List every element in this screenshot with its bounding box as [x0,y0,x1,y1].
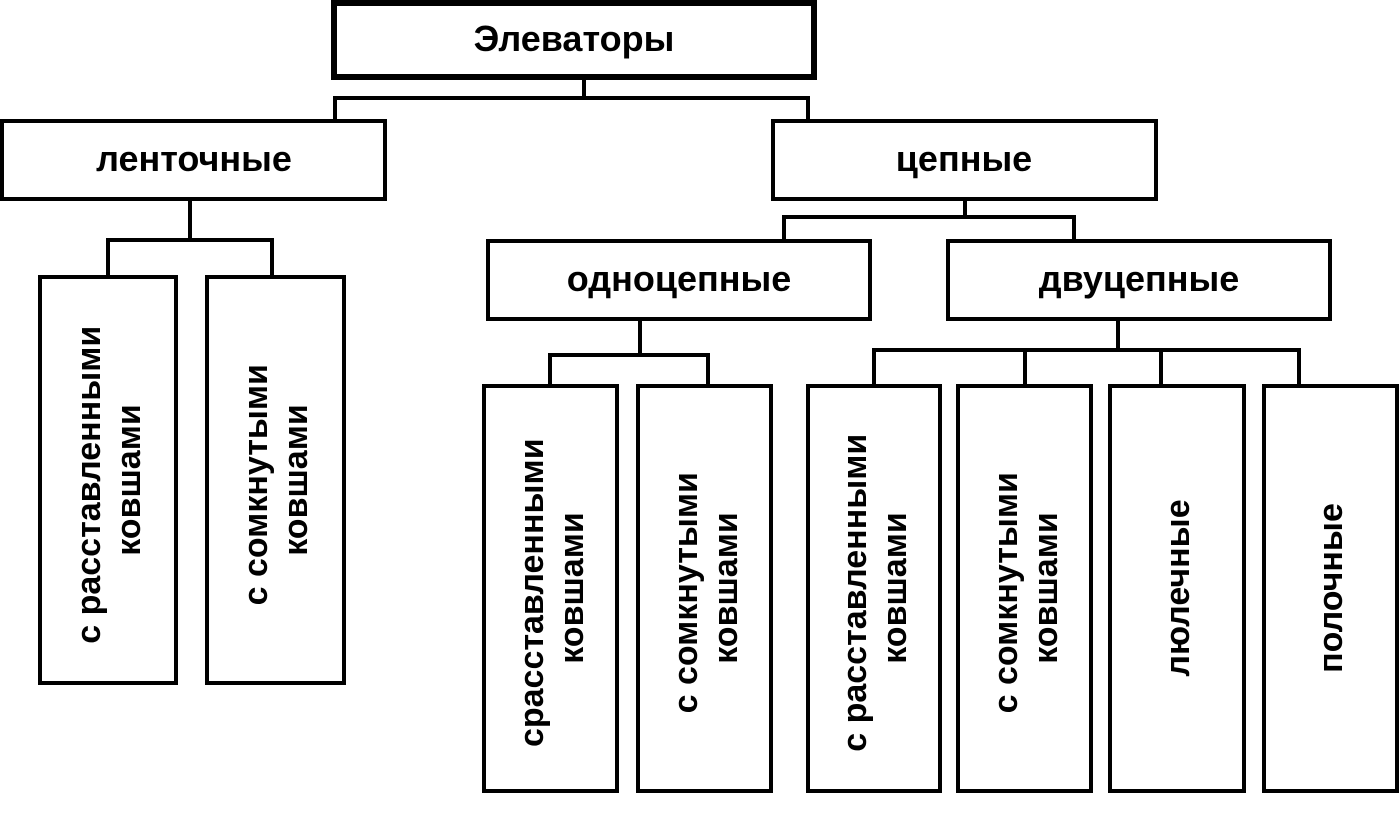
double-shelf-line1: полочные [1312,503,1350,673]
single-closed-line2: ковшами [707,512,745,664]
svg-text:срасставленными ковшами: срасставленными ковшами [513,429,591,747]
svg-text:с сомкнутыми ковшами: с сомкнутыми ковшами [987,463,1065,714]
double-shelf-label: полочные [1312,503,1350,673]
belt-label: ленточные [96,138,292,179]
svg-text:с сомкнутыми ковшами: с сомкнутыми ковшами [667,463,745,714]
belt-node: ленточные [0,119,387,201]
svg-text:с расставленными ковшами: с расставленными ковшами [70,316,148,644]
connector-root-bar [333,96,810,122]
connector-belt-bar [106,238,274,278]
double-chain-node: двуцепные [946,239,1332,321]
belt-closed-line1: с сомкнутыми [237,364,275,605]
single-closed-line1: с сомкнутыми [667,472,705,713]
double-shelf-node: полочные [1262,384,1399,793]
single-chain-label: одноцепные [567,258,792,299]
connector-single-bar [548,353,710,387]
belt-spaced-buckets-node: с расставленными ковшами [38,275,178,685]
belt-closed-line2: ковшами [277,404,315,556]
svg-text:с сомкнутыми ковшами: с сомкнутыми ковшами [237,355,315,606]
single-spaced-line1: срасставленными [513,438,551,747]
double-cradle-label: люлечные [1159,499,1197,676]
double-chain-label: двуцепные [1039,258,1240,299]
single-closed-buckets-node: с сомкнутыми ковшами [636,384,773,793]
connector-chain-bar [782,215,1076,242]
double-spaced-line1: с расставленными [836,434,874,752]
belt-spaced-line2: ковшами [110,404,148,556]
belt-spaced-line1: с расставленными [70,326,108,644]
connectors [106,76,1301,387]
double-closed-line1: с сомкнутыми [987,472,1025,713]
single-spaced-buckets-node: срасставленными ковшами [482,384,619,793]
double-closed-buckets-node: с сомкнутыми ковшами [956,384,1093,793]
belt-closed-buckets-node: с сомкнутыми ковшами [205,275,346,685]
root-label: Элеваторы [474,18,675,59]
chain-node: цепные [771,119,1158,201]
double-spaced-line2: ковшами [876,512,914,664]
connector-double-bar [872,348,1301,387]
double-spaced-buckets-node: с расставленными ковшами [806,384,942,793]
single-chain-node: одноцепные [486,239,872,321]
svg-text:с расставленными ковшами: с расставленными ковшами [836,424,914,752]
double-cradle-node: люлечные [1108,384,1246,793]
double-cradle-line1: люлечные [1159,499,1197,676]
single-spaced-line2: ковшами [553,512,591,664]
root-node: Элеваторы [331,0,817,80]
chain-label: цепные [896,138,1032,179]
double-closed-line2: ковшами [1027,512,1065,664]
